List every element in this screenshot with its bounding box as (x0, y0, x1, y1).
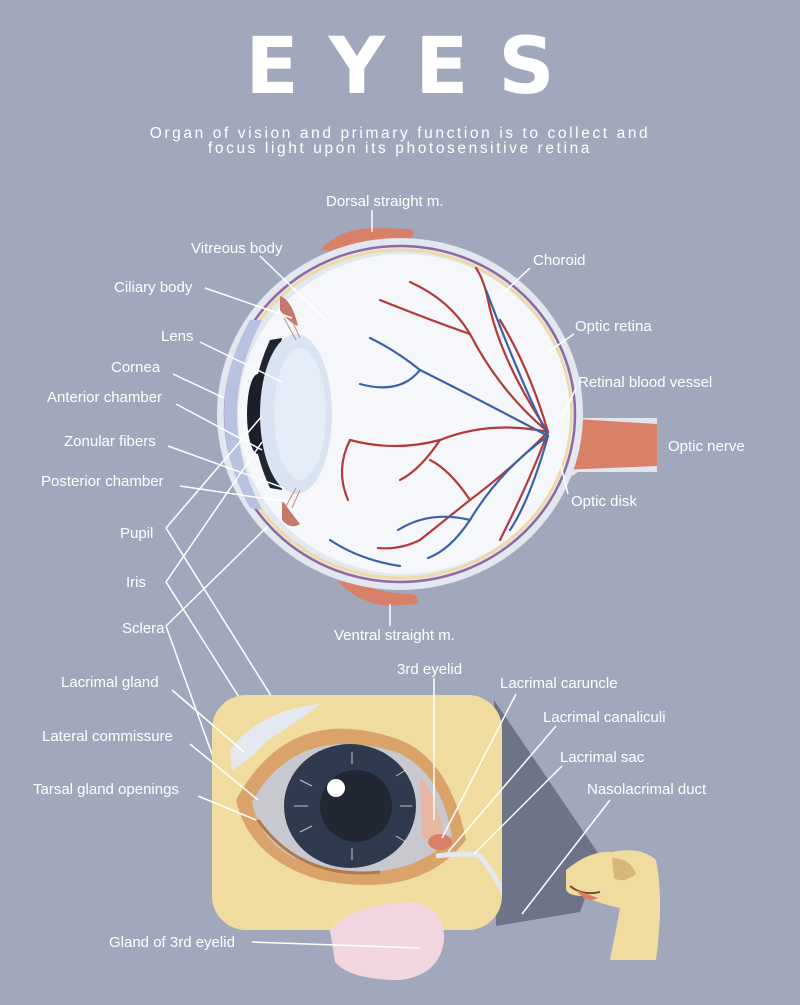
eye-highlight (327, 779, 345, 797)
label-anterior-chamber: Anterior chamber (47, 389, 163, 406)
label-ciliary-body: Ciliary body (114, 279, 193, 296)
arteries (340, 266, 550, 550)
label-dorsal-straight: Dorsal straight m. (326, 193, 444, 210)
third-eyelid-shape (420, 776, 444, 840)
cornea-shape (224, 320, 262, 510)
ciliary-upper (280, 296, 298, 326)
gland-third-eyelid-shape (330, 902, 445, 980)
label-tarsal-gland-openings: Tarsal gland openings (33, 781, 179, 798)
page-title: EYES (245, 22, 585, 112)
label-lens: Lens (161, 328, 194, 345)
ventral-straight-muscle (338, 580, 419, 606)
label-optic-retina: Optic retina (575, 318, 652, 335)
label-vitreous-body: Vitreous body (191, 240, 283, 257)
label-posterior-chamber: Posterior chamber (41, 473, 164, 490)
label-choroid: Choroid (533, 252, 586, 269)
lens-highlight (274, 348, 326, 480)
nasolacrimal-duct-shape (435, 851, 502, 930)
dog-head-icon (566, 850, 660, 960)
eyeball-cross-section (217, 228, 657, 606)
lacrimal-caruncle-shape (428, 834, 452, 850)
label-lacrimal-caruncle: Lacrimal caruncle (500, 675, 618, 692)
label-gland-third-eyelid: Gland of 3rd eyelid (109, 934, 235, 951)
label-lateral-commissure: Lateral commissure (42, 728, 173, 745)
lacrimal-gland-shape (230, 704, 320, 770)
label-optic-disk: Optic disk (571, 493, 637, 510)
iris-fibers (294, 752, 412, 860)
label-lacrimal-canaliculi: Lacrimal canaliculi (543, 709, 666, 726)
external-eye-view (212, 695, 660, 980)
label-optic-nerve: Optic nerve (668, 438, 745, 455)
label-iris: Iris (126, 574, 146, 591)
label-ventral-straight: Ventral straight m. (334, 627, 455, 644)
label-cornea: Cornea (111, 359, 161, 376)
upper-leader-lines (167, 210, 577, 626)
label-lacrimal-sac: Lacrimal sac (560, 749, 645, 766)
label-pupil: Pupil (120, 525, 154, 542)
lower-leader-lines (171, 678, 611, 949)
label-third-eyelid: 3rd eyelid (397, 661, 463, 678)
label-retinal-blood-vessel: Retinal blood vessel (578, 374, 713, 391)
label-sclera: Sclera (122, 620, 165, 637)
veins (328, 288, 550, 568)
label-lacrimal-gland: Lacrimal gland (61, 674, 159, 691)
dorsal-straight-muscle (320, 228, 414, 252)
label-zonular-fibers: Zonular fibers (64, 433, 156, 450)
zonular-fibers (283, 315, 301, 509)
label-nasolacrimal-duct: Nasolacrimal duct (587, 781, 707, 798)
page-subtitle: Organ of vision and primary function is … (149, 125, 651, 157)
ciliary-lower (282, 500, 300, 527)
